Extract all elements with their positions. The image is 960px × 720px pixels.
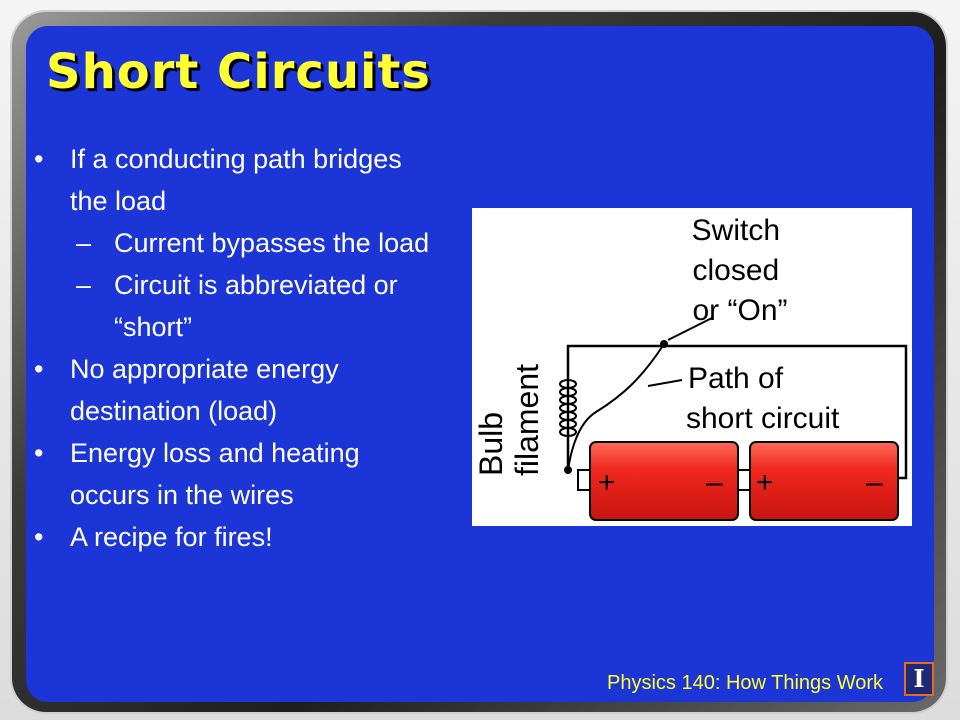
terminal-dot: [564, 466, 572, 474]
bullet-list: • If a conducting path bridges the load –…: [34, 138, 434, 558]
bullet-text: Energy loss and heating occurs in the wi…: [70, 438, 360, 510]
short-path-label: Path of short circuit: [686, 362, 840, 435]
battery-2: + –: [737, 441, 899, 521]
university-logo: I: [904, 662, 934, 696]
bullet-marker: •: [34, 522, 44, 552]
bullet-marker: •: [34, 354, 44, 384]
bullet-text: If a conducting path bridges the load: [70, 144, 402, 216]
sub-bullet-item: –Circuit is abbreviated or “short”: [34, 264, 434, 348]
path-leader-line: [647, 379, 683, 387]
bullet-text: A recipe for fires!: [70, 522, 273, 552]
battery-plus-sign: +: [756, 466, 774, 499]
battery-1: + –: [577, 441, 739, 521]
sub-bullet-marker: –: [76, 270, 92, 300]
short-circuit-wire: [567, 343, 665, 471]
switch-label: Switch closed or “On”: [692, 214, 789, 327]
bullet-item: • No appropriate energy destination (load…: [34, 348, 434, 432]
short-circuit-diagram: + – + – Switch closed or “On” Path of sh…: [472, 208, 912, 526]
slide-title: Short Circuits: [46, 44, 431, 100]
circuit-svg: + – + – Switch closed or “On” Path of sh…: [473, 214, 908, 521]
bullet-marker: •: [34, 144, 44, 174]
bullet-item: • If a conducting path bridges the load: [34, 138, 434, 222]
battery-minus-sign: –: [866, 466, 883, 499]
bulb-filament-icon: [559, 379, 577, 437]
battery-minus-sign: –: [706, 466, 723, 499]
bullet-marker: •: [34, 438, 44, 468]
bullet-text: No appropriate energy destination (load): [70, 354, 339, 426]
sub-bullet-marker: –: [76, 228, 92, 258]
sub-bullet-item: –Current bypasses the load: [34, 222, 434, 264]
switch-contact-dot: [660, 340, 668, 348]
sub-bullet-text: Current bypasses the load: [114, 228, 430, 258]
bulb-filament-label: Bulb filament: [473, 364, 545, 476]
bullet-item: • A recipe for fires!: [34, 516, 434, 558]
battery-plus-sign: +: [598, 466, 616, 499]
course-footer: Physics 140: How Things Work: [607, 672, 884, 694]
switch-leader-line: [667, 317, 713, 341]
bullet-item: • Energy loss and heating occurs in the w…: [34, 432, 434, 516]
sub-bullet-text: Circuit is abbreviated or “short”: [114, 270, 398, 342]
